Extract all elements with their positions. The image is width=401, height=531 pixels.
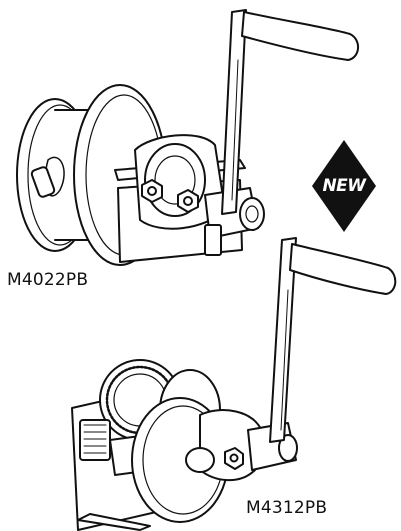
diamond-badge-icon: [312, 140, 376, 232]
model-label-bottom: M4312PB: [246, 498, 328, 518]
new-badge: NEW: [312, 140, 376, 232]
new-badge-label: NEW: [322, 176, 366, 196]
model-label-top: M4022PB: [7, 270, 89, 290]
